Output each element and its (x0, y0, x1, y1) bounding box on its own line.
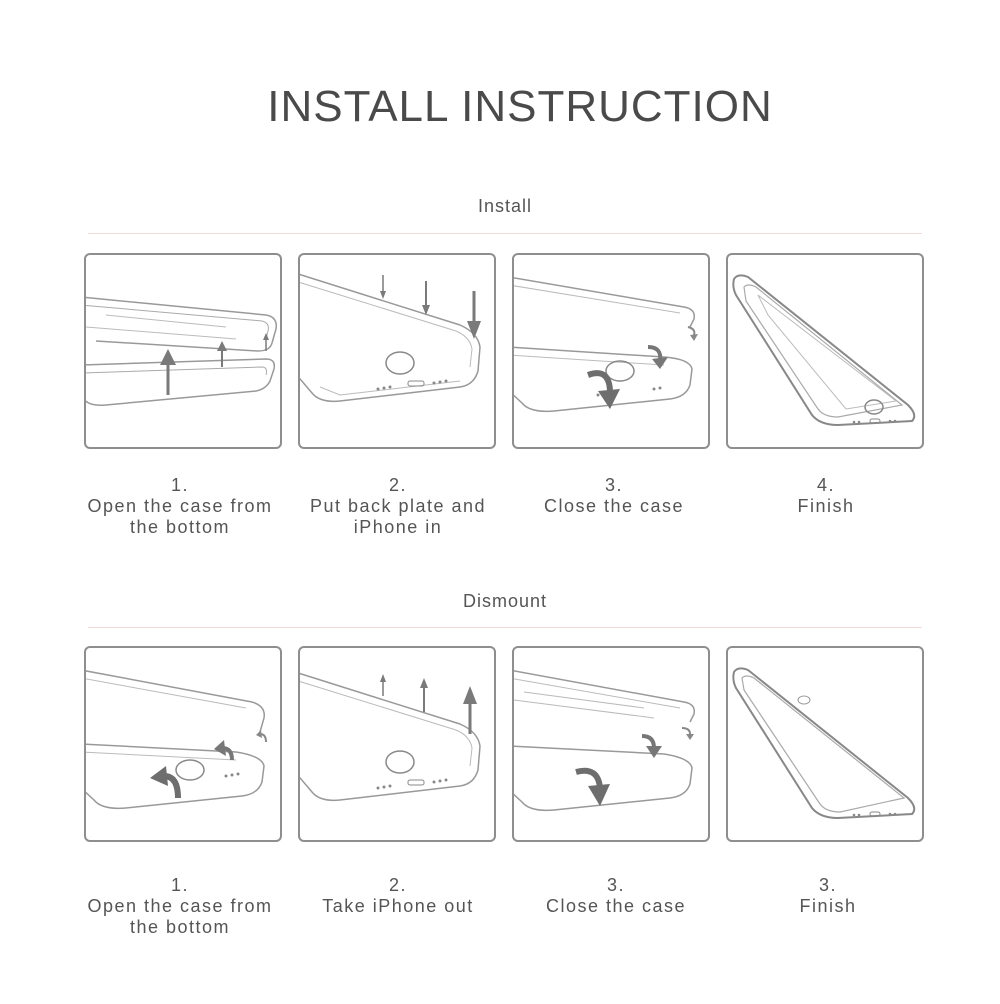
dismount-step-1-illustration (84, 646, 282, 842)
dismount-step-1-line1: Open the case from (87, 896, 273, 916)
dismount-divider (88, 627, 922, 628)
dismount-step-2-number: 2. (388, 875, 407, 895)
install-step-4-illustration (726, 253, 924, 449)
install-step-2-line1: Put back plate and (309, 496, 487, 516)
install-step-2-illustration (298, 253, 496, 449)
install-heading: Install (477, 196, 533, 216)
install-step-2-number: 2. (388, 475, 407, 495)
dismount-step-3-line1: Close the case (545, 896, 687, 916)
dismount-step-4-caption: 3. Finish (718, 875, 938, 917)
install-step-1-number: 1. (170, 475, 189, 495)
dismount-step-3-number: 3. (606, 875, 625, 895)
dismount-step-3-caption: 3. Close the case (506, 875, 726, 917)
install-step-4-line1: Finish (797, 496, 855, 516)
install-step-3-line1: Close the case (543, 496, 685, 516)
dismount-heading: Dismount (462, 591, 548, 611)
install-step-3-number: 3. (604, 475, 623, 495)
install-step-1-caption: 1. Open the case from the bottom (70, 475, 290, 538)
install-step-2-line2: iPhone in (353, 517, 443, 537)
dismount-step-2-illustration (298, 646, 496, 842)
install-step-3-caption: 3. Close the case (504, 475, 724, 517)
install-divider (88, 233, 922, 234)
dismount-step-2-line1: Take iPhone out (322, 896, 474, 916)
dismount-step-4-line1: Finish (799, 896, 857, 916)
install-step-1-line1: Open the case from (87, 496, 273, 516)
dismount-step-4-number: 3. (818, 875, 837, 895)
install-step-4-caption: 4. Finish (716, 475, 936, 517)
install-step-3-illustration (512, 253, 710, 449)
install-step-2-caption: 2. Put back plate and iPhone in (288, 475, 508, 538)
dismount-step-1-number: 1. (170, 875, 189, 895)
dismount-step-1-line2: the bottom (129, 917, 231, 937)
dismount-step-2-caption: 2. Take iPhone out (288, 875, 508, 917)
dismount-step-3-illustration (512, 646, 710, 842)
install-step-4-number: 4. (816, 475, 835, 495)
dismount-step-1-caption: 1. Open the case from the bottom (70, 875, 290, 938)
install-step-1-line2: the bottom (129, 517, 231, 537)
install-step-1-illustration (84, 253, 282, 449)
page-title: INSTALL INSTRUCTION (267, 82, 773, 131)
dismount-step-4-illustration (726, 646, 924, 842)
